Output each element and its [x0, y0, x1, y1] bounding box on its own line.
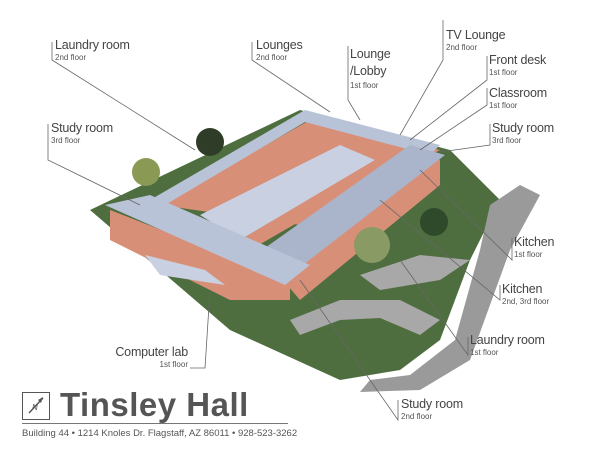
label-lounge-lobby: Lounge /Lobby 1st floor: [350, 46, 400, 90]
label-floor: 1st floor: [489, 100, 518, 110]
label-floor: 2nd floor: [256, 52, 288, 62]
tree: [132, 158, 160, 186]
north-arrow-logo-icon: N: [22, 392, 50, 420]
label-name: TV Lounge: [446, 28, 506, 42]
walkway: [290, 300, 440, 335]
label-name: Lounge /Lobby: [350, 47, 391, 78]
label-name: Computer lab: [115, 345, 188, 359]
label-name: Classroom: [489, 86, 547, 100]
label-floor: 3rd floor: [51, 135, 81, 145]
label-name: Lounges: [256, 38, 303, 52]
label-name: Laundry room: [55, 38, 130, 52]
label-floor: 1st floor: [489, 67, 518, 77]
label-name: Front desk: [489, 53, 547, 67]
label-name: Kitchen: [514, 235, 555, 249]
label-floor: 3rd floor: [492, 135, 522, 145]
label-name: Laundry room: [470, 333, 545, 347]
label-name: Study room: [51, 121, 113, 135]
label-floor: 2nd, 3rd floor: [502, 296, 550, 306]
page-title: Tinsley Hall: [60, 386, 249, 423]
address: Building 44 • 1214 Knoles Dr. Flagstaff,…: [22, 428, 298, 439]
label-floor: 1st floor: [470, 347, 499, 357]
tree: [354, 227, 390, 263]
label-floor: 2nd floor: [446, 42, 478, 52]
road: [360, 185, 540, 392]
tree: [196, 128, 224, 156]
walkway: [360, 255, 470, 290]
label-name: Study room: [401, 397, 463, 411]
divider: [22, 423, 288, 424]
label-floor: 2nd floor: [401, 411, 433, 421]
label-floor: 1st floor: [514, 249, 543, 259]
label-name: Study room: [492, 121, 554, 135]
label-floor: 2nd floor: [55, 52, 87, 62]
label-floor: 1st floor: [159, 359, 188, 369]
tree: [420, 208, 448, 236]
label-floor: 1st floor: [350, 81, 379, 90]
label-name: Kitchen: [502, 282, 543, 296]
svg-text:N: N: [32, 403, 38, 412]
